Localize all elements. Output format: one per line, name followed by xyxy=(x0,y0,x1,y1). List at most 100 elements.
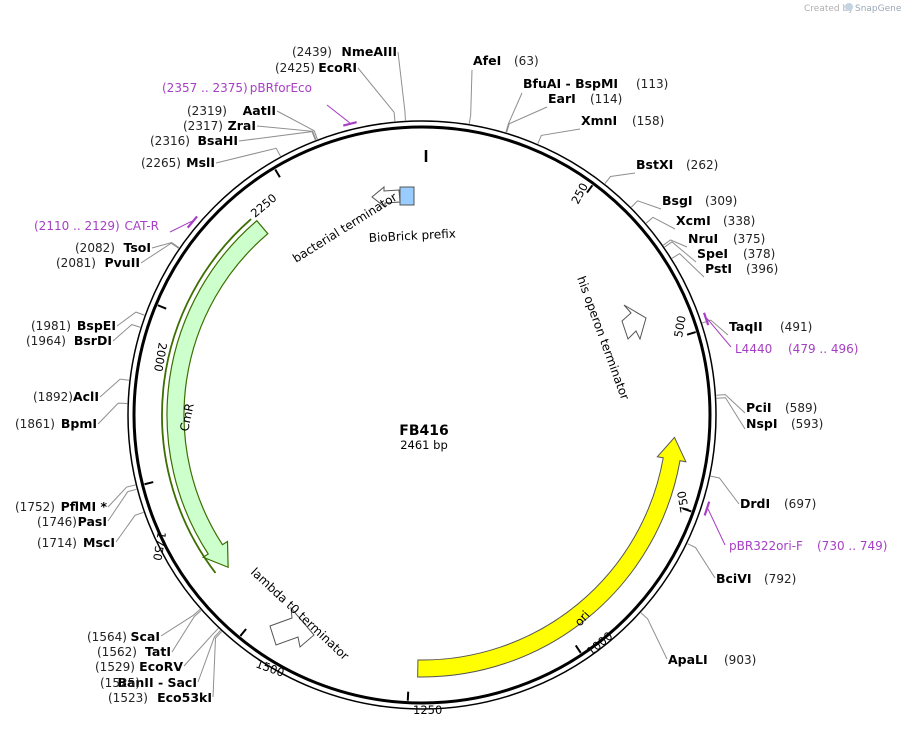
site-pvuii[interactable]: PvuII(2081) xyxy=(56,255,140,270)
site-nspi[interactable]: NspI(593) xyxy=(746,416,823,431)
site-acli[interactable]: AclI(1892) xyxy=(33,389,99,404)
plasmid-name: FB416 xyxy=(399,423,448,439)
site-psti[interactable]: PstI(396) xyxy=(705,261,778,276)
site-position: (792) xyxy=(764,572,796,586)
site-name: EcoRI xyxy=(318,60,357,75)
backbone-inner-ring xyxy=(132,125,712,705)
primer-annotations: L4440 (479 .. 496) pBR322ori-F(730 .. 749)… xyxy=(34,81,887,553)
site-pasi[interactable]: PasI(1746) xyxy=(37,514,107,529)
site-bstxi[interactable]: BstXI(262) xyxy=(636,157,718,172)
site-leader-line xyxy=(710,475,740,505)
snapgene-logo-icon xyxy=(845,3,853,11)
site-position: (396) xyxy=(746,262,778,276)
site-name: BsgI xyxy=(662,193,693,208)
site-pflmi[interactable]: PflMI *(1752) xyxy=(15,499,107,514)
site-msci[interactable]: MscI(1714) xyxy=(37,535,115,550)
site-zrai[interactable]: ZraI (2317) xyxy=(183,118,256,133)
site-position: (309) xyxy=(705,194,737,208)
site-bspei[interactable]: BspEI(1981) xyxy=(31,318,116,333)
primer-pbr322ori-f[interactable]: pBR322ori-F(730 .. 749) xyxy=(703,501,888,553)
primer-cat-r[interactable]: CAT-R(2110 .. 2129) xyxy=(34,215,198,233)
site-xmni[interactable]: XmnI (158) xyxy=(581,113,664,128)
site-bsgi[interactable]: BsgI (309) xyxy=(662,193,737,208)
site-pcii[interactable]: PciI(589) xyxy=(746,400,817,415)
site-name: BanII - SacI xyxy=(117,675,197,690)
site-msli[interactable]: MslI(2265) xyxy=(141,155,215,170)
primer-range: (479 .. 496) xyxy=(788,342,858,356)
site-name: ZraI xyxy=(228,118,256,133)
snapgene-brand-text[interactable]: SnapGene xyxy=(855,4,902,14)
feature-cmr[interactable] xyxy=(166,219,269,569)
site-nmeaiii[interactable]: NmeAIII(2439) xyxy=(292,44,397,59)
site-position: (903) xyxy=(724,653,756,667)
site-leader-line xyxy=(505,92,523,133)
site-name: AclI xyxy=(73,389,99,404)
feature-biobrick-prefix[interactable] xyxy=(399,186,415,206)
primer-name: pBR322ori-F xyxy=(729,539,803,553)
site-position: (1562) xyxy=(97,645,137,659)
site-leader-line xyxy=(276,110,318,140)
site-apali[interactable]: ApaLI(903) xyxy=(668,652,756,667)
site-position: (158) xyxy=(632,114,664,128)
site-leader-line xyxy=(645,216,676,230)
site-position: (375) xyxy=(733,232,765,246)
site-bpmi[interactable]: BpmI(1861) xyxy=(15,416,97,431)
feature-label-cmr: CmR xyxy=(177,402,197,433)
site-bsrdi[interactable]: BsrDI(1964) xyxy=(26,333,112,348)
site-leader-line xyxy=(716,397,746,430)
site-leader-line xyxy=(112,324,141,342)
primer-name: L4440 xyxy=(735,342,772,356)
tick-label: 1500 xyxy=(254,657,286,680)
site-ecori[interactable]: EcoRI(2425) xyxy=(275,60,357,75)
feature-bacterial-terminator[interactable] xyxy=(371,185,401,209)
site-position: (697) xyxy=(784,497,816,511)
feature-label-biobrick-prefix: BioBrick prefix xyxy=(368,226,456,245)
site-position: (113) xyxy=(636,77,668,91)
site-position: (589) xyxy=(785,401,817,415)
feature-lambda-t0-terminator[interactable] xyxy=(269,606,315,648)
site-name: BsrDI xyxy=(74,333,112,348)
site-leader-line xyxy=(537,128,581,144)
site-bcivi[interactable]: BciVI(792) xyxy=(716,571,796,586)
feature-his-operon-terminator[interactable] xyxy=(621,304,647,341)
site-name: Eco53kI xyxy=(157,690,212,705)
site-ecorv[interactable]: EcoRV(1529) xyxy=(95,659,183,674)
site-afei[interactable]: AfeI(63) xyxy=(473,53,539,68)
site-name: SpeI xyxy=(697,246,728,261)
site-position: (1752) xyxy=(15,500,55,514)
site-name: BpmI xyxy=(61,416,97,431)
site-nrui[interactable]: NruI(375) xyxy=(688,231,765,246)
tick-label: 2250 xyxy=(248,191,279,221)
site-scai[interactable]: ScaI(1564) xyxy=(87,629,160,644)
site-position: (2081) xyxy=(56,256,96,270)
site-name: PasI xyxy=(78,514,107,529)
feature-ori[interactable] xyxy=(417,436,687,678)
primer-pbrforeco[interactable]: pBRforEco(2357 .. 2375) xyxy=(162,81,357,127)
site-leader-line xyxy=(238,131,316,142)
site-banii-saci[interactable]: BanII - SacI(1525) xyxy=(100,675,197,690)
site-eari[interactable]: EarI(114) xyxy=(548,91,622,106)
site-position: (1529) xyxy=(95,660,135,674)
site-tati[interactable]: TatI(1562) xyxy=(97,644,171,659)
site-position: (2317) xyxy=(183,119,223,133)
tick-mark xyxy=(682,507,692,513)
site-leader-line xyxy=(604,172,636,184)
site-bsahi[interactable]: BsaHI(2316) xyxy=(150,133,238,148)
site-taqii[interactable]: TaqII(491) xyxy=(729,319,812,334)
primer-l4440[interactable]: L4440 (479 .. 496) xyxy=(702,312,858,356)
site-drdi[interactable]: DrdI(697) xyxy=(740,496,816,511)
site-leader-line xyxy=(662,239,688,248)
site-position: (2425) xyxy=(275,61,315,75)
site-eco53ki[interactable]: Eco53kI(1523) xyxy=(108,690,212,705)
site-bfuai-bspmi[interactable]: BfuAI - BspMI(113) xyxy=(523,76,668,91)
site-name: NspI xyxy=(746,416,778,431)
site-name: ScaI xyxy=(131,629,161,644)
site-tsoi[interactable]: TsoI(2082) xyxy=(75,240,151,255)
site-spei[interactable]: SpeI(378) xyxy=(697,246,775,261)
primer-leader xyxy=(707,508,726,546)
site-name: XmnI xyxy=(581,113,617,128)
site-xcmi[interactable]: XcmI(338) xyxy=(676,213,755,228)
site-name: XcmI xyxy=(676,213,711,228)
site-aatii[interactable]: AatII(2319) xyxy=(187,103,276,118)
site-position: (1525) xyxy=(100,676,140,690)
